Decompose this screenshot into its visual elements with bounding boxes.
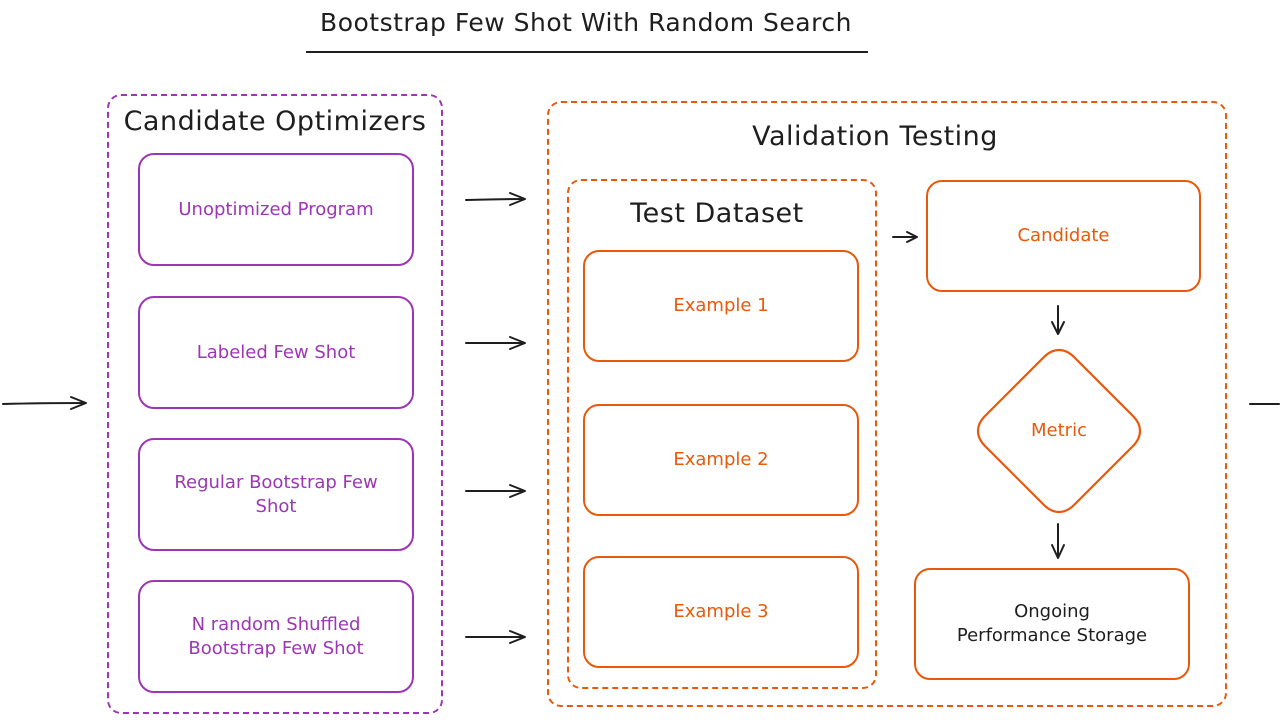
example-3-box[interactable]: Example 3	[583, 556, 859, 668]
random-shuffled-bootstrap-box[interactable]: N random Shuffled Bootstrap Few Shot	[138, 580, 414, 693]
metric-diamond[interactable]	[974, 346, 1144, 516]
optimizer-arrow-3	[465, 484, 526, 498]
validation-testing-group	[547, 101, 1227, 707]
candidate-optimizers-label: Candidate Optimizers	[123, 105, 427, 137]
candidate-optimizers-group	[107, 94, 443, 714]
candidate-to-metric-arrow	[1051, 305, 1065, 335]
ongoing-performance-storage-box[interactable]: Ongoing Performance Storage	[914, 568, 1190, 680]
unoptimized-program-box[interactable]: Unoptimized Program	[138, 153, 414, 266]
diagram-title: Bootstrap Few Shot With Random Search	[320, 7, 852, 37]
optimizer-arrow-4	[465, 630, 526, 644]
title-underline	[306, 51, 868, 53]
example-1-box[interactable]: Example 1	[583, 250, 859, 362]
dataset-to-candidate-arrow	[892, 231, 918, 243]
metric-label: Metric	[1031, 419, 1087, 441]
example-2-box[interactable]: Example 2	[583, 404, 859, 516]
candidate-box[interactable]: Candidate	[926, 180, 1201, 292]
validation-testing-label: Validation Testing	[752, 120, 998, 152]
metric-to-storage-arrow	[1051, 523, 1065, 559]
optimizer-arrow-2	[465, 336, 526, 350]
optimizer-arrow-1	[465, 192, 526, 206]
labeled-few-shot-box[interactable]: Labeled Few Shot	[138, 296, 414, 409]
test-dataset-group	[567, 179, 877, 689]
regular-bootstrap-few-shot-box[interactable]: Regular Bootstrap Few Shot	[138, 438, 414, 551]
input-arrow	[2, 396, 87, 410]
test-dataset-label: Test Dataset	[630, 197, 804, 229]
